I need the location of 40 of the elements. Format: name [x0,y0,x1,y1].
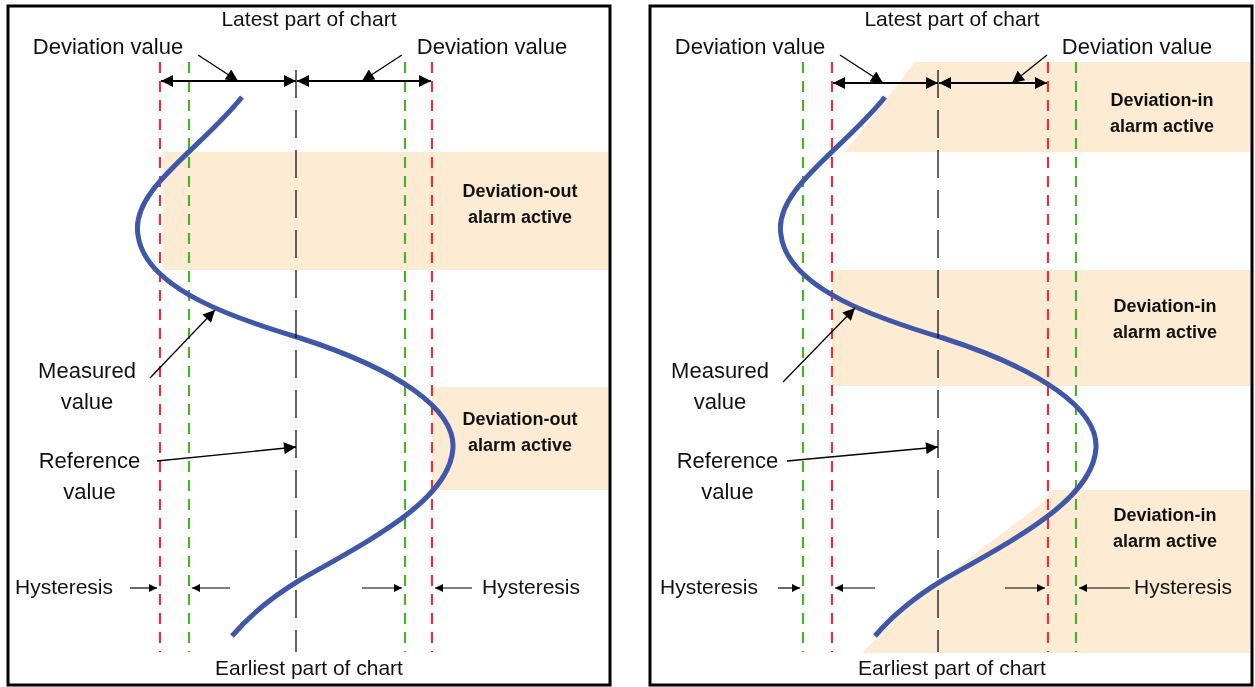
leader-line [839,54,884,84]
dimension-line [160,75,297,87]
alarm-band [432,387,608,490]
chart-end-label: Latest part of chart [864,6,1040,32]
measured-value-curve [778,95,1099,638]
hysteresis-label: Hysteresis [482,574,581,600]
callout-label: Deviation value [660,31,840,62]
callout-label: Deviation value [1047,31,1227,62]
alarm-band [163,152,608,270]
reference-line [295,69,297,653]
alarm-band [862,490,1250,653]
alarm-label: Deviation-out alarm active [461,408,579,457]
alarm-band [845,62,1250,152]
hysteresis-label: Hysteresis [15,574,114,600]
chart-end-label: Latest part of chart [221,6,397,32]
alarm-label: Deviation-in alarm active [1111,504,1219,553]
alarm-label: Deviation-out alarm active [461,180,579,229]
dimension-line [296,75,432,87]
callout-label: Deviation value [18,31,198,62]
reference-line [937,69,939,653]
chart-end-label: Earliest part of chart [215,655,403,681]
hysteresis-label: Hysteresis [660,574,759,600]
callout-label: Measured value [655,355,785,417]
dimension-line [832,77,939,89]
chart-end-label: Earliest part of chart [858,655,1046,681]
alarm-band [832,270,1250,386]
callout-label: Measured value [22,355,152,417]
leader-line [1011,54,1048,84]
leader-line [361,54,403,82]
callout-label: Deviation value [402,31,582,62]
callout-label: Reference value [22,445,157,507]
leader-line [149,309,216,379]
hysteresis-label: Hysteresis [1134,574,1233,600]
leader-line [156,442,297,462]
leader-line [782,307,856,383]
leader-line [197,54,239,82]
leader-line [786,442,939,462]
alarm-label: Deviation-in alarm active [1111,295,1219,344]
alarm-label: Deviation-in alarm active [1108,89,1216,138]
callout-label: Reference value [660,445,795,507]
